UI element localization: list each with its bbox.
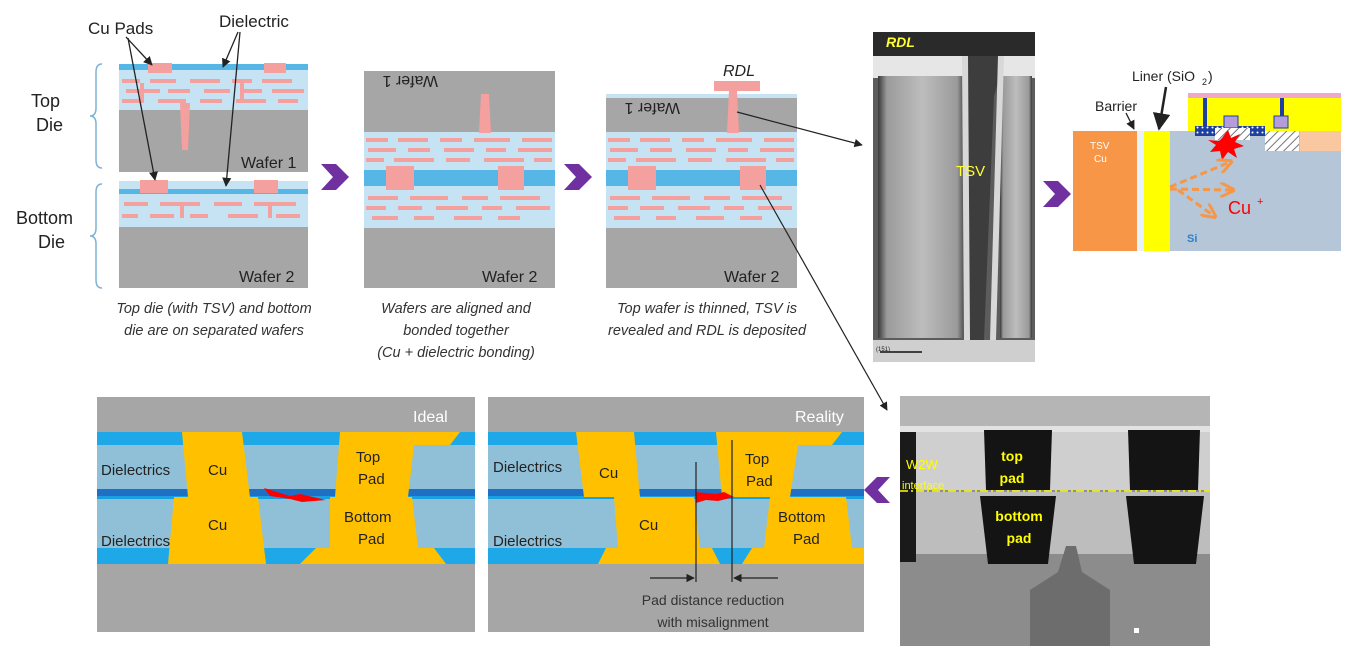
ideal-bottom-pad-2: Pad <box>358 531 385 548</box>
step2-wafer2-label: Wafer 2 <box>482 269 538 286</box>
cu-ion-charge: + <box>1257 196 1263 208</box>
ideal-cross-section: Ideal Dielectrics Dielectrics Cu Cu Top … <box>97 397 475 632</box>
step3-wafer1-flipped-label: Wafer 1 <box>624 99 680 116</box>
cu-ion-label: Cu <box>1228 198 1251 218</box>
tsv-sem-image: (151) RDL TSV <box>873 32 1035 362</box>
step-arrow-3 <box>1043 181 1071 207</box>
sem-bottom-pad-1: bottom <box>995 508 1042 524</box>
sem-rdl-label: RDL <box>886 34 915 50</box>
sem-tsv-label: TSV <box>956 163 985 180</box>
sem-top-pad-2: pad <box>1000 470 1025 486</box>
pointer-to-interface-sem <box>759 184 888 411</box>
ideal-cu-bottom: Cu <box>208 517 227 534</box>
reality-dielectrics-top: Dielectrics <box>493 459 562 476</box>
barrier-label: Barrier <box>1095 98 1137 114</box>
sem-bottom-pad-2: pad <box>1007 530 1032 546</box>
step2-caption-line2: bonded together <box>403 323 510 339</box>
step1-labels: Cu Pads Dielectric Top Die Bottom Die <box>16 12 289 289</box>
top-die-label-2: Die <box>36 115 63 135</box>
ideal-cu-top: Cu <box>208 462 227 479</box>
liner-subscript: 2 <box>1202 77 1207 87</box>
reality-top-pad-2: Pad <box>746 473 773 490</box>
wafer1-label: Wafer 1 <box>241 155 297 172</box>
wafer2-label: Wafer 2 <box>239 269 295 286</box>
step2-bonded-stack: Wafer 1 Wafer 2 <box>364 71 555 288</box>
step3-wafer2-label: Wafer 2 <box>724 269 780 286</box>
sem-top-pad-1: top <box>1001 448 1023 464</box>
step1-top-die: Wafer 1 <box>119 63 308 172</box>
pad-distance-label-1: Pad distance reduction <box>642 592 784 608</box>
reality-cu-bottom: Cu <box>639 517 658 534</box>
liner-close-paren: ) <box>1208 68 1213 84</box>
step3-caption-line2: revealed and RDL is deposited <box>608 323 807 339</box>
ideal-top-pad-2: Pad <box>358 471 385 488</box>
reality-cu-top: Cu <box>599 465 618 482</box>
liner-label: Liner (SiO <box>1132 68 1195 84</box>
ideal-bottom-pad-1: Bottom <box>344 509 392 526</box>
step2-caption-line3: (Cu + dielectric bonding) <box>377 345 535 361</box>
top-die-label-1: Top <box>31 91 60 111</box>
step1-caption-line2: die are on separated wafers <box>124 323 304 339</box>
reality-title: Reality <box>795 409 844 426</box>
ideal-dielectrics-bottom: Dielectrics <box>101 533 170 550</box>
step1-caption-line1: Top die (with TSV) and bottom <box>116 301 311 317</box>
step-arrow-1 <box>321 164 349 190</box>
dielectric-label: Dielectric <box>219 12 289 31</box>
ideal-top-pad-1: Top <box>356 449 380 466</box>
w2w-label-1: W2W <box>906 457 939 472</box>
step3-caption-line1: Top wafer is thinned, TSV is <box>617 301 797 317</box>
wafer1-flipped-label: Wafer 1 <box>382 72 438 89</box>
bottom-die-label-2: Die <box>38 232 65 252</box>
si-label: Si <box>1187 233 1197 245</box>
cu-pads-label: Cu Pads <box>88 19 153 38</box>
bottom-die-label-1: Bottom <box>16 208 73 228</box>
reality-top-pad-1: Top <box>745 451 769 468</box>
ideal-dielectrics-top: Dielectrics <box>101 462 170 479</box>
pointer-to-tsv-sem <box>736 111 863 148</box>
step1-bottom-die: Wafer 2 <box>119 180 308 288</box>
rdl-label: RDL <box>723 63 755 80</box>
step2-caption-line1: Wafers are aligned and <box>381 301 532 317</box>
w2w-label-2: interface <box>902 480 944 492</box>
reality-cross-section: Reality Dielectrics Dielectrics Cu Cu To… <box>488 397 864 632</box>
reality-dielectrics-bottom: Dielectrics <box>493 533 562 550</box>
pad-distance-label-2: with misalignment <box>656 614 768 630</box>
interface-sem-image: W2W interface top pad bottom pad <box>900 396 1210 646</box>
reality-bottom-pad-1: Bottom <box>778 509 826 526</box>
reality-bottom-pad-2: Pad <box>793 531 820 548</box>
tsv-cu-label-2: Cu <box>1094 154 1107 165</box>
step-arrow-4 <box>864 477 890 503</box>
step3-thinned-stack: Wafer 1 Wafer 2 RDL <box>606 63 797 288</box>
sem-scale-label: (151) <box>876 347 890 353</box>
ideal-title: Ideal <box>413 409 448 426</box>
cu-diffusion-schematic: TSV Cu Cu + Si Barrier Liner (SiO 2 ) <box>1073 68 1341 251</box>
tsv-cu-label-1: TSV <box>1090 141 1110 152</box>
step-arrow-2 <box>564 164 592 190</box>
